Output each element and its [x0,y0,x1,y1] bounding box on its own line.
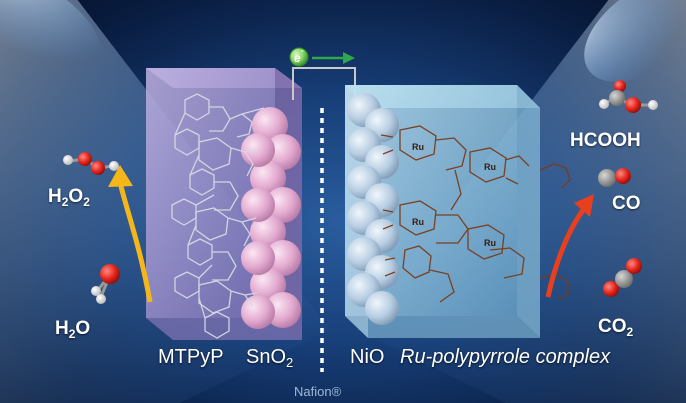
h2o2-molecule-icon [63,152,119,175]
svg-text:Ru: Ru [412,142,424,152]
mtpyp-label: MTPyP [158,346,224,368]
h2o2-label: H2O2 [48,186,90,209]
co-label: CO [612,193,641,214]
co-molecule-icon [598,168,631,187]
electron-icon: e - [289,46,309,67]
yellow-arrow [108,165,153,303]
red-arrow [545,194,594,298]
ru-complex-label: Ru-polypyrrole complex [400,346,611,368]
mtpyp-structure [171,93,265,339]
sno2-spheres [241,107,301,329]
co2-molecule-icon [603,258,642,297]
h2o-label: H2O [55,318,91,341]
nafion-label: Nafion® [294,384,342,399]
external-circuit-wire [292,67,356,100]
ru-complex-structure [380,125,571,303]
nio-label: NiO [350,346,385,368]
hcooh-label: HCOOH [570,130,641,151]
svg-text:Ru: Ru [484,162,496,172]
co2-label: CO2 [598,316,634,339]
svg-text:Ru: Ru [412,217,424,227]
svg-text:-: - [301,46,304,55]
ru-metal-centers: Ru Ru Ru Ru [412,142,496,248]
sno2-label: SnO2 [246,346,294,370]
svg-text:Ru: Ru [484,238,496,248]
h2o-molecule-icon [91,264,120,304]
nio-spheres [347,93,399,325]
svg-text:e: e [294,51,301,65]
hcooh-molecule-icon [599,80,658,113]
electron-flow-arrow [312,52,355,64]
